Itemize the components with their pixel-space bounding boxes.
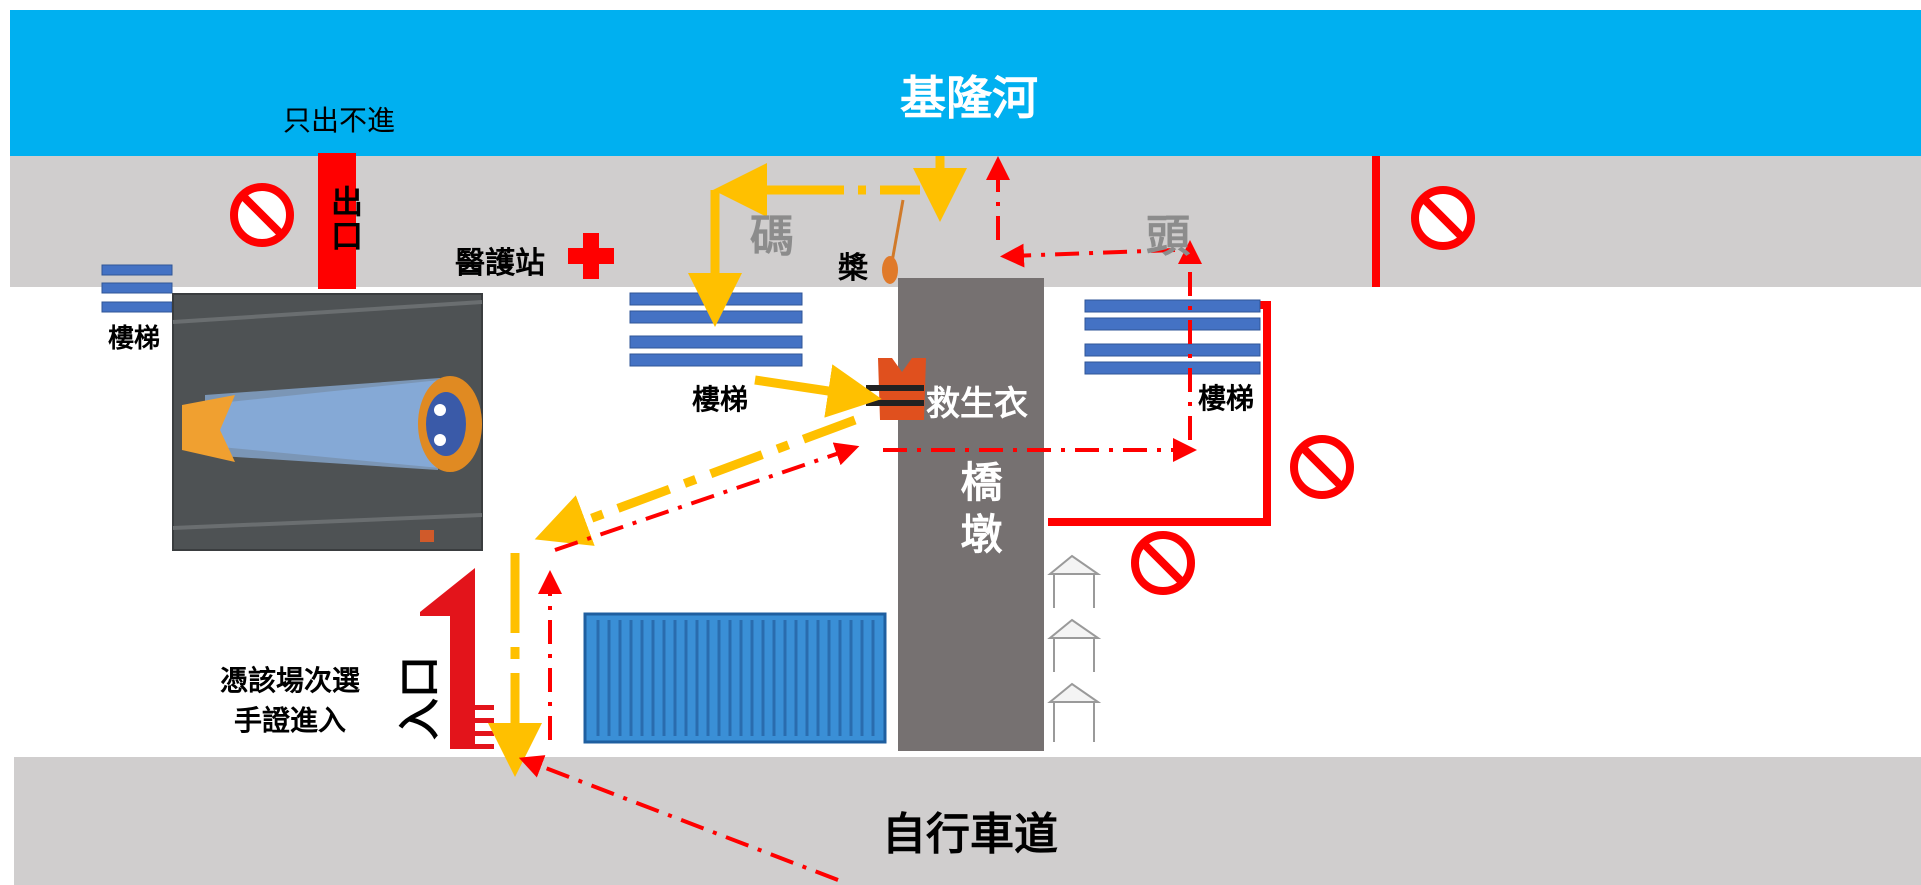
stairs-label: 樓梯 <box>108 324 161 354</box>
stairs-icon <box>1084 299 1261 375</box>
exit-note: 只出不進 <box>283 104 396 137</box>
entry-note-line1: 憑該場次選 <box>220 664 361 697</box>
tent-icon <box>1047 618 1102 672</box>
red-cross-icon <box>568 233 614 279</box>
stairs-icon <box>101 264 173 313</box>
wharf-label-right: 頭 <box>1146 211 1190 262</box>
no-entry-icon <box>1131 531 1195 595</box>
wharf-label-left: 碼 <box>750 211 794 262</box>
river-band <box>10 10 1921 156</box>
entry-sign <box>420 568 494 749</box>
river-label: 基隆河 <box>900 71 1038 125</box>
stairs-label: 樓梯 <box>1198 382 1255 415</box>
paddle-label: 槳 <box>838 251 868 286</box>
no-entry-icon <box>1411 186 1475 250</box>
bike-lane-band <box>14 757 1921 885</box>
entry-label: 入口 <box>395 655 444 740</box>
no-entry-icon <box>230 183 294 247</box>
barrier-lines <box>1048 156 1380 526</box>
stairs-icon <box>629 292 803 367</box>
no-entry-icon <box>1290 435 1354 499</box>
exit-label: 出口 <box>326 185 364 253</box>
athlete-route <box>488 156 967 777</box>
paddle-icon <box>882 199 905 284</box>
exit-marker <box>318 153 356 289</box>
bike-lane-label: 自行車道 <box>882 809 1058 860</box>
stairs-label: 樓梯 <box>692 383 749 416</box>
dragon-boat-photo <box>172 293 483 551</box>
lifejacket-label: 救生衣 <box>926 384 1028 424</box>
bridge-pier <box>898 278 1044 751</box>
entry-note-line2: 手證進入 <box>234 704 347 737</box>
medical-station-label: 醫護站 <box>455 246 545 281</box>
tent-icon <box>1047 682 1102 742</box>
staff-route <box>518 156 1202 882</box>
tent-icon <box>1047 554 1102 608</box>
lifejacket-icon <box>866 358 926 420</box>
shipping-container-icon <box>583 612 887 744</box>
pier-label: 橋墩 <box>954 460 1003 564</box>
